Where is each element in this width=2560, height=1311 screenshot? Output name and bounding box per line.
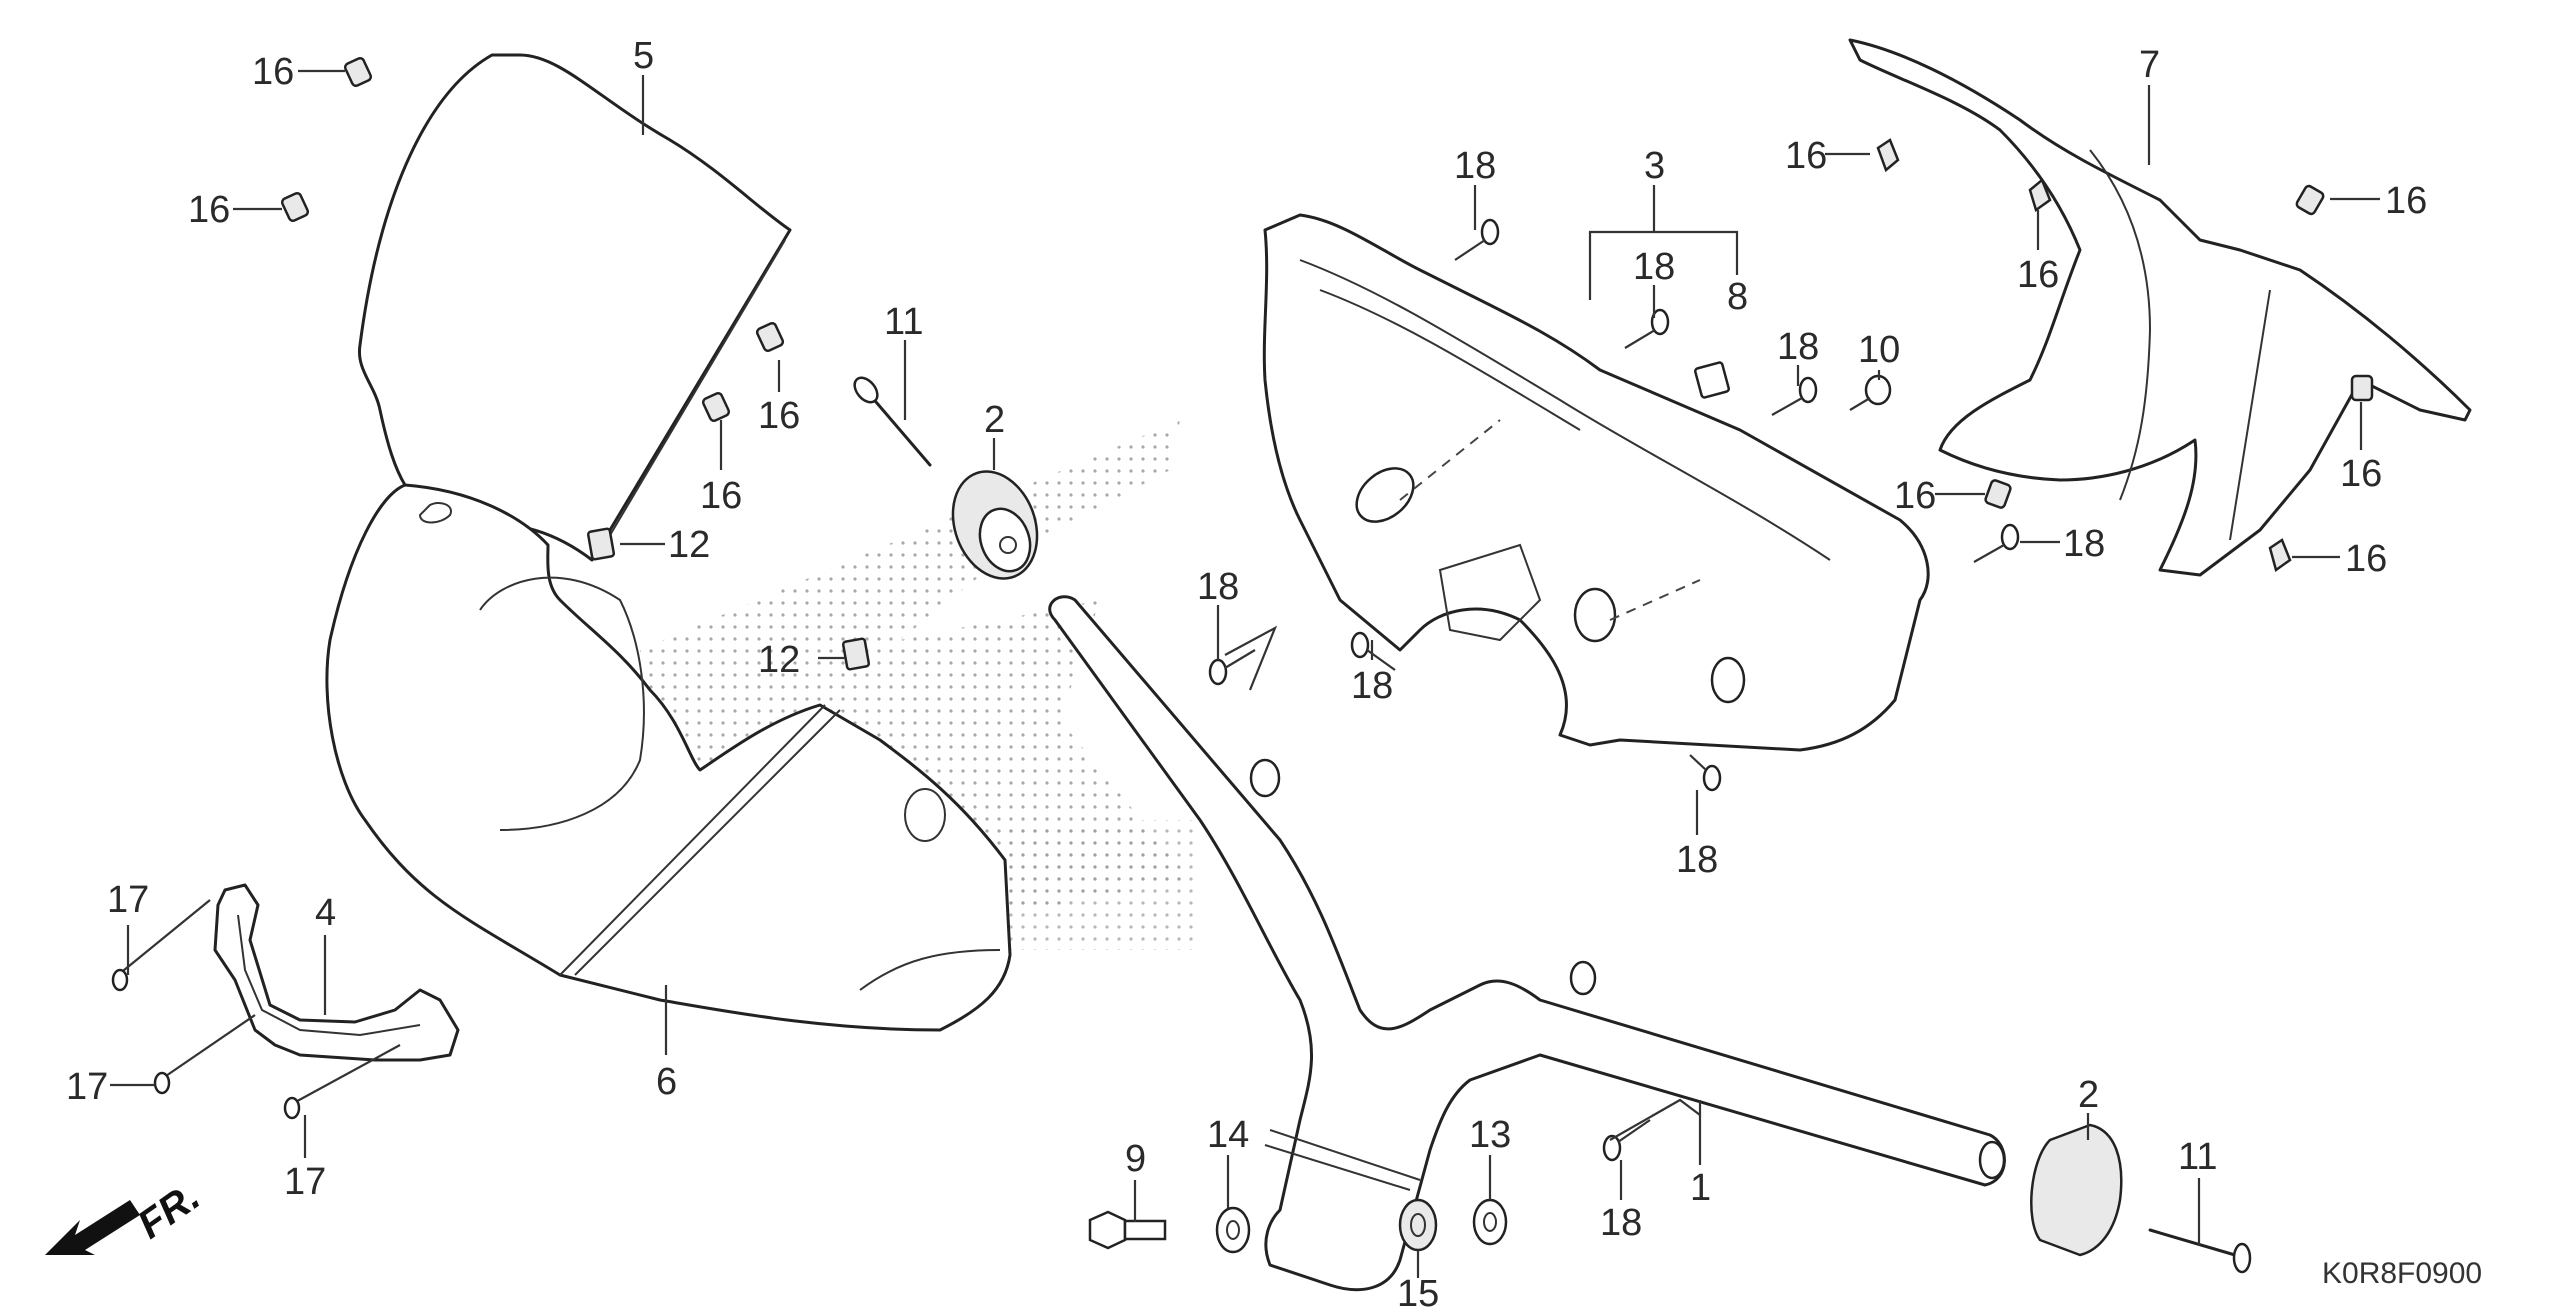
callout-2: 2 <box>2078 1074 2099 1116</box>
part-18-screw-g[interactable] <box>1689 754 1722 792</box>
callout-17: 17 <box>107 879 149 921</box>
part-6-front-handlebar-cover[interactable] <box>325 483 1012 1032</box>
callout-18: 18 <box>1676 839 1718 881</box>
callout-8: 8 <box>1727 276 1748 318</box>
diagram-code: K0R8F0900 <box>2322 1257 2482 1290</box>
part-14-washer[interactable] <box>1215 1206 1251 1254</box>
callout-2: 2 <box>984 399 1005 441</box>
part-12-clip-nut-a[interactable] <box>586 527 616 561</box>
part-10-special-screw[interactable] <box>1849 374 1892 411</box>
callout-16: 16 <box>758 395 800 437</box>
part-18-screw-a[interactable] <box>1454 218 1500 261</box>
callout-12: 12 <box>668 524 710 566</box>
svg-text:FR.: FR. <box>130 1174 208 1247</box>
part-9-flange-bolt[interactable] <box>1088 1210 1167 1250</box>
part-17-screw-c[interactable] <box>283 1044 401 1120</box>
callout-11: 11 <box>884 301 923 343</box>
callout-17: 17 <box>284 1161 326 1203</box>
clip-16-h[interactable] <box>2350 374 2374 402</box>
callout-18: 18 <box>1633 246 1675 288</box>
callout-18: 18 <box>2063 523 2105 565</box>
part-12-clip-nut-b[interactable] <box>841 637 871 671</box>
part-2-handlebar-weight-upper[interactable] <box>939 460 1052 591</box>
callout-14: 14 <box>1207 1114 1249 1156</box>
part-11-weight-screw-lower[interactable] <box>2148 1228 2252 1274</box>
leader-lines <box>110 69 2380 1278</box>
callout-16: 16 <box>1894 475 1936 517</box>
clip-16-j[interactable] <box>2268 538 2292 573</box>
callout-18: 18 <box>1197 566 1239 608</box>
callout-18: 18 <box>1454 145 1496 187</box>
part-18-screw-c[interactable] <box>1771 376 1818 416</box>
part-18-screw-e[interactable] <box>1208 649 1256 686</box>
part-1-handlebar-pipe[interactable] <box>1048 595 2006 1292</box>
clip-16-c[interactable] <box>755 321 785 353</box>
part-11-weight-screw-upper[interactable] <box>850 373 932 467</box>
part-17-screw-a[interactable] <box>111 899 211 992</box>
callout-16: 16 <box>700 475 742 517</box>
callout-16: 16 <box>1785 135 1827 177</box>
part-13-washer[interactable] <box>1472 1198 1508 1246</box>
callout-11: 11 <box>2178 1136 2217 1178</box>
callout-18: 18 <box>1600 1202 1642 1244</box>
callout-17: 17 <box>66 1066 108 1108</box>
callout-4: 4 <box>315 892 336 934</box>
callout-15: 15 <box>1397 1273 1439 1311</box>
callout-1: 1 <box>1690 1167 1711 1209</box>
part-7-upper-rear-cover[interactable] <box>1848 38 2472 577</box>
clip-16-i[interactable] <box>1984 479 2012 509</box>
part-17-screw-b[interactable] <box>153 1014 256 1095</box>
clip-16-d[interactable] <box>701 391 731 423</box>
callout-16: 16 <box>2017 254 2059 296</box>
part-15-collar-nut[interactable] <box>1398 1198 1438 1252</box>
callout-16: 16 <box>252 51 294 93</box>
part-2-handlebar-weight-lower[interactable] <box>2030 1123 2123 1257</box>
callout-12: 12 <box>758 639 800 681</box>
callout-10: 10 <box>1858 329 1900 371</box>
clip-16-e[interactable] <box>1876 138 1900 173</box>
callout-18: 18 <box>1351 665 1393 707</box>
callout-labels: 16 5 16 16 16 11 2 12 12 17 4 17 17 6 9 … <box>66 35 2427 1311</box>
callout-3: 3 <box>1644 145 1665 187</box>
clip-16-f[interactable] <box>2028 177 2052 213</box>
callout-16: 16 <box>188 189 230 231</box>
part-4-lower-cover-bracket[interactable] <box>213 883 460 1062</box>
clip-16-b[interactable] <box>280 191 310 223</box>
clip-16-a[interactable] <box>343 56 373 88</box>
callout-9: 9 <box>1125 1138 1146 1180</box>
callout-6: 6 <box>656 1061 677 1103</box>
callout-13: 13 <box>1469 1114 1511 1156</box>
part-8-cover-cap[interactable] <box>1694 361 1730 399</box>
part-18-screw-d[interactable] <box>1973 523 2020 563</box>
front-direction-arrow: FR. <box>45 1174 208 1255</box>
callout-5: 5 <box>633 35 654 77</box>
clip-16-g[interactable] <box>2295 184 2325 216</box>
callout-16: 16 <box>2385 180 2427 222</box>
callout-7: 7 <box>2139 44 2160 86</box>
part-18-screw-h[interactable] <box>1602 1119 1651 1162</box>
callout-16: 16 <box>2345 538 2387 580</box>
callout-18: 18 <box>1777 326 1819 368</box>
part-18-screw-b[interactable] <box>1624 308 1670 349</box>
part-3-rear-handlebar-cover[interactable] <box>1262 213 1930 752</box>
callout-16: 16 <box>2340 453 2382 495</box>
